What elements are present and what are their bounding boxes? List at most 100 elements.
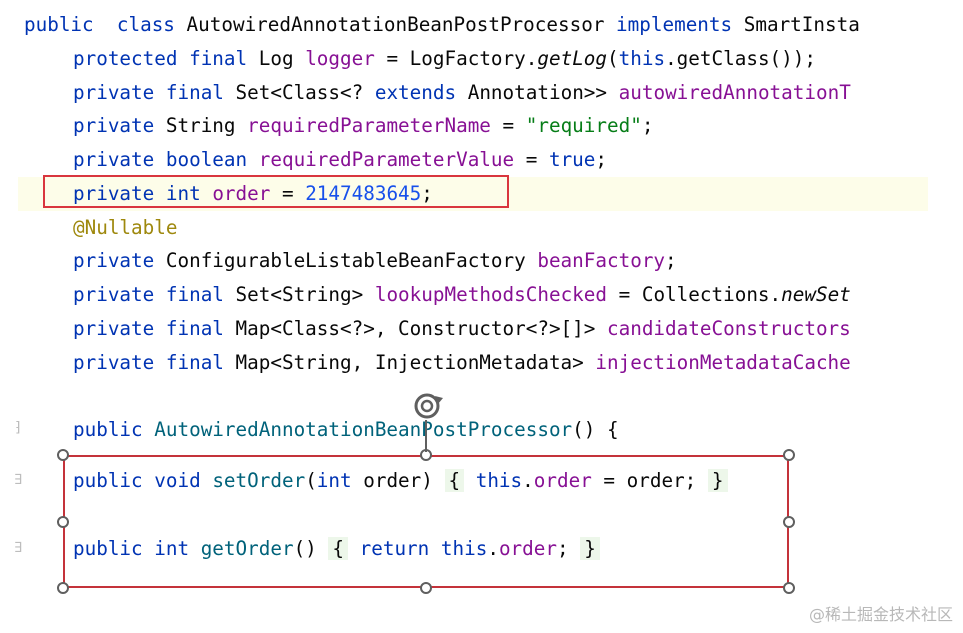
- code-line: public AutowiredAnnotationBeanPostProces…: [73, 413, 619, 447]
- code-text: Set<Class<?: [223, 81, 375, 104]
- code-text: Annotation>>: [456, 81, 619, 104]
- code-keyword: private: [73, 317, 155, 340]
- code-text: ;: [641, 114, 654, 137]
- code-field: order: [498, 537, 557, 560]
- code-field: logger: [305, 47, 375, 70]
- code-string: "required": [525, 114, 642, 137]
- code-line: public class AutowiredAnnotationBeanPost…: [24, 8, 860, 42]
- code-line: @Nullable: [73, 211, 177, 245]
- code-field: beanFactory: [537, 249, 666, 272]
- code-text: = order;: [591, 469, 708, 492]
- code-field: autowiredAnnotationT: [618, 81, 851, 104]
- code-text: = Collections.: [607, 283, 782, 306]
- code-line: public int getOrder() { return this.orde…: [73, 532, 600, 566]
- code-text: [143, 418, 155, 441]
- code-text: [154, 351, 166, 374]
- code-text: ;: [595, 148, 608, 171]
- resize-handle-bottom-middle[interactable]: [420, 582, 432, 594]
- code-keyword: public: [73, 418, 143, 441]
- code-keyword: extends: [374, 81, 457, 104]
- code-number: 2147483645: [305, 182, 422, 205]
- watermark: @稀土掘金技术社区: [808, 605, 953, 624]
- code-text: ;: [556, 537, 581, 560]
- code-line: private boolean requiredParameterValue =…: [73, 143, 607, 177]
- code-text: ;: [665, 249, 677, 272]
- code-text: SmartInsta: [732, 13, 860, 36]
- code-line: public void setOrder(int order) { this.o…: [73, 464, 728, 498]
- code-line: private final Map<Class<?>, Constructor<…: [73, 312, 851, 346]
- code-field: requiredParameterName: [247, 114, 491, 137]
- code-keyword: final: [189, 47, 248, 70]
- code-line-current: private int order = 2147483645;: [18, 177, 928, 211]
- code-keyword: private: [73, 81, 155, 104]
- selection-box-methods[interactable]: [63, 455, 789, 588]
- code-text: .: [522, 469, 534, 492]
- code-text: .getClass());: [665, 47, 816, 70]
- code-text: =: [270, 182, 306, 205]
- resize-handle-middle-left[interactable]: [57, 516, 69, 528]
- code-text: Set<String>: [223, 283, 375, 306]
- code-keyword: final: [165, 81, 224, 104]
- resize-handle-middle-right[interactable]: [783, 516, 795, 528]
- code-keyword: private: [73, 351, 155, 374]
- code-keyword: final: [165, 317, 224, 340]
- code-method-name: AutowiredAnnotationBeanPostProcessor: [154, 418, 573, 441]
- code-keyword: true: [548, 148, 596, 171]
- code-field: candidateConstructors: [607, 317, 851, 340]
- code-text: [154, 317, 166, 340]
- code-keyword: this: [440, 537, 488, 560]
- code-keyword: final: [165, 283, 224, 306]
- code-keyword: void: [154, 469, 201, 492]
- code-keyword: private: [73, 114, 155, 137]
- code-keyword: this: [618, 47, 666, 70]
- code-text: [247, 148, 259, 171]
- code-text: [94, 13, 117, 36]
- code-text: (: [607, 47, 619, 70]
- code-field: requiredParameterValue: [258, 148, 515, 171]
- fold-marker-icon[interactable]: ∃: [14, 472, 23, 488]
- resize-handle-top-left[interactable]: [57, 449, 69, 461]
- code-text: =: [490, 114, 526, 137]
- code-keyword: boolean: [165, 148, 248, 171]
- code-brace: {: [444, 469, 465, 492]
- code-keyword: final: [165, 351, 224, 374]
- code-italic-call: newSet: [781, 283, 851, 306]
- code-line: private final Map<String, InjectionMetad…: [73, 346, 851, 380]
- code-keyword: public: [73, 469, 143, 492]
- code-keyword: implements: [616, 13, 733, 36]
- code-keyword: int: [165, 182, 201, 205]
- code-method-name: getOrder: [200, 537, 294, 560]
- code-line: private String requiredParameterName = "…: [73, 109, 653, 143]
- code-keyword: public: [24, 13, 94, 36]
- code-field: order: [212, 182, 271, 205]
- fold-marker-icon[interactable]: ⁆: [14, 420, 23, 436]
- code-field: lookupMethodsChecked: [374, 283, 608, 306]
- resize-handle-top-right[interactable]: [783, 449, 795, 461]
- resize-handle-bottom-right[interactable]: [783, 582, 795, 594]
- code-text: = LogFactory.: [374, 47, 538, 70]
- code-text: [154, 148, 166, 171]
- code-brace: }: [580, 537, 600, 560]
- code-annotation: @Nullable: [73, 216, 178, 239]
- resize-handle-bottom-left[interactable]: [57, 582, 69, 594]
- code-brace: {: [328, 537, 349, 560]
- code-text: String: [154, 114, 248, 137]
- code-text: ;: [421, 182, 433, 205]
- code-keyword: this: [475, 469, 523, 492]
- rotate-handle-stem: [425, 420, 427, 452]
- fold-marker-icon[interactable]: ∃: [14, 540, 23, 556]
- code-brace: }: [707, 469, 728, 492]
- code-text: Map<Class<?>, Constructor<?>[]>: [223, 317, 607, 340]
- code-text: AutowiredAnnotationBeanPostProcessor: [174, 13, 617, 36]
- code-text: () {: [572, 418, 619, 441]
- code-keyword: private: [73, 283, 155, 306]
- code-text: Log: [247, 47, 306, 70]
- code-field: order: [533, 469, 592, 492]
- code-text: =: [514, 148, 549, 171]
- code-text: ConfigurableListableBeanFactory: [154, 249, 538, 272]
- code-text: Map<String, InjectionMetadata>: [223, 351, 596, 374]
- highlight-box-order-field: [43, 175, 509, 208]
- rotate-icon[interactable]: [410, 390, 444, 424]
- code-text: .: [487, 537, 499, 560]
